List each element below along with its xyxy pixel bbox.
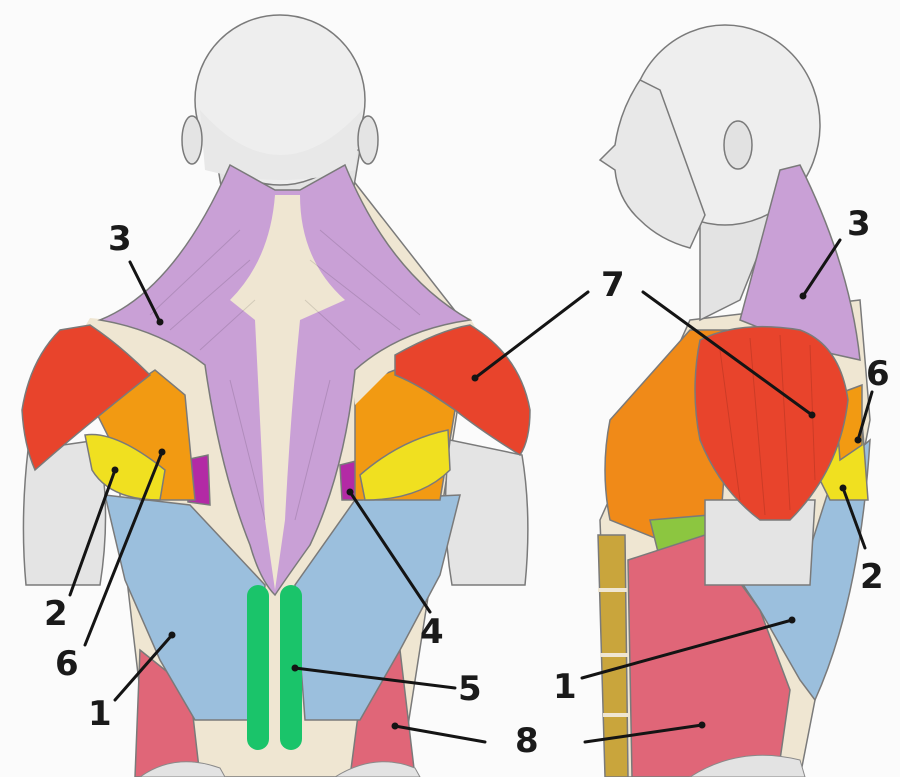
back-latissimus-right xyxy=(294,494,461,721)
label-left-3: 3 xyxy=(108,219,132,259)
side-deltoid-fibers xyxy=(719,334,816,516)
label-bottom-8: 8 xyxy=(515,721,539,761)
back-ear-right xyxy=(357,115,379,165)
back-ear-left xyxy=(181,115,203,165)
label-right-6: 6 xyxy=(866,354,890,394)
back-latissimus-left xyxy=(104,494,266,721)
leader-7-left-dot xyxy=(471,374,479,382)
leader-7-right xyxy=(641,290,814,417)
leader-left-6-dot xyxy=(158,448,166,456)
label-left-4: 4 xyxy=(420,612,444,652)
leader-left-5-dot xyxy=(291,664,299,672)
side-hip xyxy=(689,754,806,777)
leader-8-left-dot xyxy=(391,722,399,730)
leader-left-3 xyxy=(128,260,162,324)
back-erector-mark-right xyxy=(280,585,302,750)
back-arm-right xyxy=(444,439,529,586)
leader-8-left xyxy=(393,724,487,744)
back-trapezius-aponeurosis xyxy=(230,195,345,590)
leader-left-6 xyxy=(83,450,164,647)
leader-left-3-dot xyxy=(156,318,164,326)
leader-left-2 xyxy=(68,468,117,597)
back-head-lower xyxy=(200,110,362,180)
leader-left-2-dot xyxy=(111,466,119,474)
leader-right-6-dot xyxy=(854,436,862,444)
leader-left-1 xyxy=(113,633,174,702)
back-teres-minor-left xyxy=(84,433,166,501)
leader-left-4-dot xyxy=(346,488,354,496)
back-hip-right xyxy=(334,761,421,777)
label-left-2: 2 xyxy=(44,594,68,634)
side-deltoid xyxy=(694,325,849,521)
leader-7-left xyxy=(473,290,590,380)
number-labels: 3 2 6 1 4 5 7 8 3 6 2 1 xyxy=(44,204,890,761)
side-ear xyxy=(723,120,753,170)
leader-7-right-dot xyxy=(808,411,816,419)
back-teres-minor-right xyxy=(359,429,451,501)
side-rectus-lines xyxy=(598,588,628,717)
label-right-3: 3 xyxy=(847,204,871,244)
label-top-7: 7 xyxy=(601,265,625,305)
back-deltoid-left xyxy=(21,324,152,472)
leader-right-3-dot xyxy=(799,292,807,300)
side-trapezius xyxy=(739,164,861,361)
leader-right-1-dot xyxy=(788,616,796,624)
leader-left-1-dot xyxy=(168,631,176,639)
leader-right-2 xyxy=(841,486,867,550)
label-right-1: 1 xyxy=(553,667,577,707)
leader-right-1 xyxy=(580,618,794,680)
side-view-figure xyxy=(597,24,871,777)
label-right-2: 2 xyxy=(860,557,884,597)
label-left-5: 5 xyxy=(458,669,482,709)
leader-8-right-dot xyxy=(698,721,706,729)
back-deltoid-right xyxy=(394,324,531,457)
back-erector-mark-left xyxy=(247,585,269,750)
back-trapezius-fibers xyxy=(149,229,421,521)
leader-left-4 xyxy=(348,490,432,614)
side-face xyxy=(598,79,706,249)
leader-lines xyxy=(68,238,874,744)
back-view-figure xyxy=(21,14,531,777)
leader-8-right xyxy=(583,723,704,744)
label-left-6: 6 xyxy=(55,644,79,684)
back-hip-left xyxy=(139,761,226,777)
leader-right-2-dot xyxy=(839,484,847,492)
leader-right-3 xyxy=(801,238,842,298)
label-left-1: 1 xyxy=(88,694,112,734)
leader-right-6 xyxy=(856,390,874,442)
leader-left-5 xyxy=(293,666,457,690)
